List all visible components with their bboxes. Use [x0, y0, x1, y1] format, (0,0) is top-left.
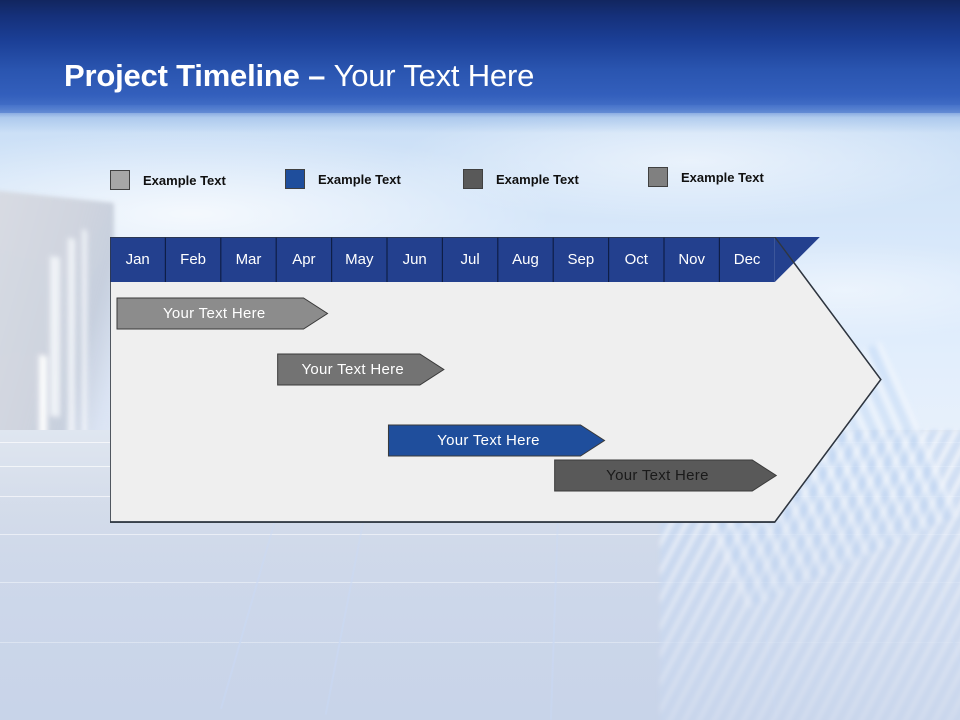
title-bar-fade	[0, 105, 960, 133]
legend-label-4: Example Text	[681, 169, 764, 185]
legend-swatch-1	[110, 170, 130, 190]
month-header-mar: Mar	[235, 251, 262, 268]
month-header-apr: Apr	[292, 251, 316, 268]
month-header-feb: Feb	[180, 251, 207, 268]
task-bar-1[interactable]	[116, 297, 329, 330]
task-bar-4[interactable]	[554, 459, 778, 492]
legend-item-3: Example Text	[463, 169, 579, 189]
legend-label-3: Example Text	[496, 171, 579, 187]
month-header-oct: Oct	[624, 251, 648, 268]
month-header-may: May	[345, 251, 374, 268]
page-title: Project Timeline – Your Text Here	[64, 58, 534, 94]
legend-swatch-3	[463, 169, 483, 189]
legend-swatch-4	[648, 167, 668, 187]
title-bar	[0, 0, 960, 113]
month-header-jan: Jan	[125, 251, 150, 268]
month-header-jul: Jul	[460, 251, 480, 268]
timeline-arrow-outline	[110, 237, 882, 523]
legend-item-2: Example Text	[285, 169, 401, 189]
legend-label-2: Example Text	[318, 171, 401, 187]
month-header-aug: Aug	[512, 251, 539, 268]
month-header-jun: Jun	[402, 251, 427, 268]
task-bar-2[interactable]	[277, 353, 445, 386]
month-header-nov: Nov	[678, 251, 706, 268]
gantt-header-corner	[774, 237, 820, 282]
page-title-subtitle: Your Text Here	[333, 58, 535, 93]
legend-item-1: Example Text	[110, 170, 226, 190]
task-bar-3[interactable]	[387, 424, 606, 457]
legend-item-4: Example Text	[648, 167, 764, 187]
month-header-dec: Dec	[733, 251, 761, 268]
month-header-sep: Sep	[567, 251, 595, 268]
gantt-chart-svg	[110, 237, 882, 523]
page-title-main: Project Timeline	[64, 58, 300, 93]
legend-swatch-2	[285, 169, 305, 189]
page-title-dash: –	[299, 58, 334, 93]
legend-label-1: Example Text	[143, 172, 226, 188]
